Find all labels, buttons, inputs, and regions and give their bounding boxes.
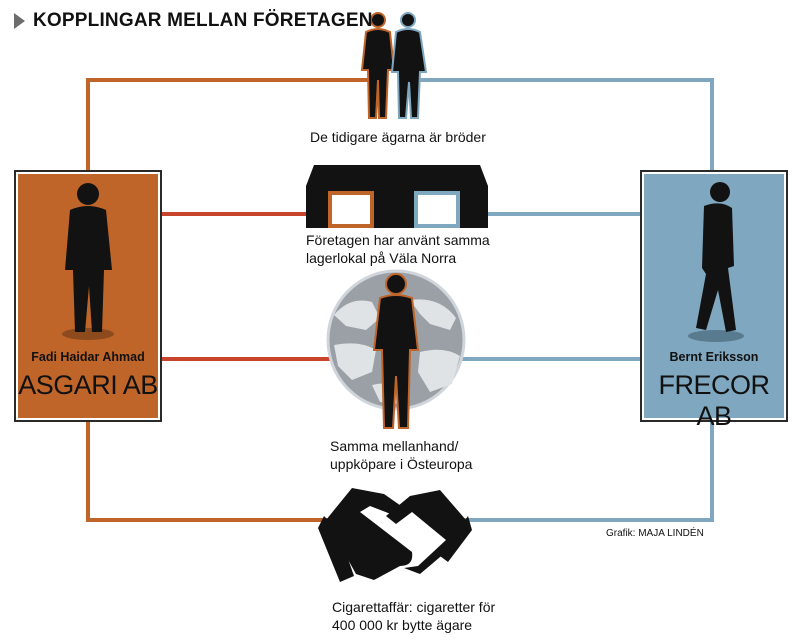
person-name: Bernt Eriksson [669, 350, 759, 364]
company-name: ASGARI AB [18, 370, 158, 400]
brothers-line-right [410, 78, 714, 172]
person-name: Fadi Haidar Ahmad [31, 350, 145, 364]
company-box-frecor: Bernt Eriksson FRECOR AB [640, 170, 788, 431]
warehouse-icon [306, 165, 488, 228]
play-arrow-icon [14, 13, 25, 29]
cigarette-line-right [430, 420, 714, 522]
walking-man-silhouette-icon [688, 182, 744, 342]
caption-brothers: De tidigare ägarna är bröder [308, 128, 512, 146]
two-men-silhouette-icon [360, 12, 428, 119]
cigarette-line-left [86, 420, 350, 522]
page-title: KOPPLINGAR MELLAN FÖRETAGEN [14, 10, 373, 32]
caption-warehouse: Företagen har använt samma lagerlokal på… [304, 231, 504, 267]
man-silhouette-icon [62, 183, 114, 340]
caption-cigarette: Cigarettaffär: cigaretter för 400 000 kr… [330, 598, 514, 634]
company-name: FRECOR AB [658, 370, 771, 431]
page-title-text: KOPPLINGAR MELLAN FÖRETAGEN [33, 10, 373, 31]
handshake-icon [318, 488, 472, 582]
company-box-asgari: Fadi Haidar Ahmad ASGARI AB [14, 170, 162, 422]
caption-middleman: Samma mellanhand/ uppköpare i Östeuropa [328, 437, 482, 473]
man-silhouette-icon [372, 273, 420, 429]
graphic-credit: Grafik: MAJA LINDÉN [606, 528, 704, 539]
brothers-line-left [86, 78, 384, 172]
